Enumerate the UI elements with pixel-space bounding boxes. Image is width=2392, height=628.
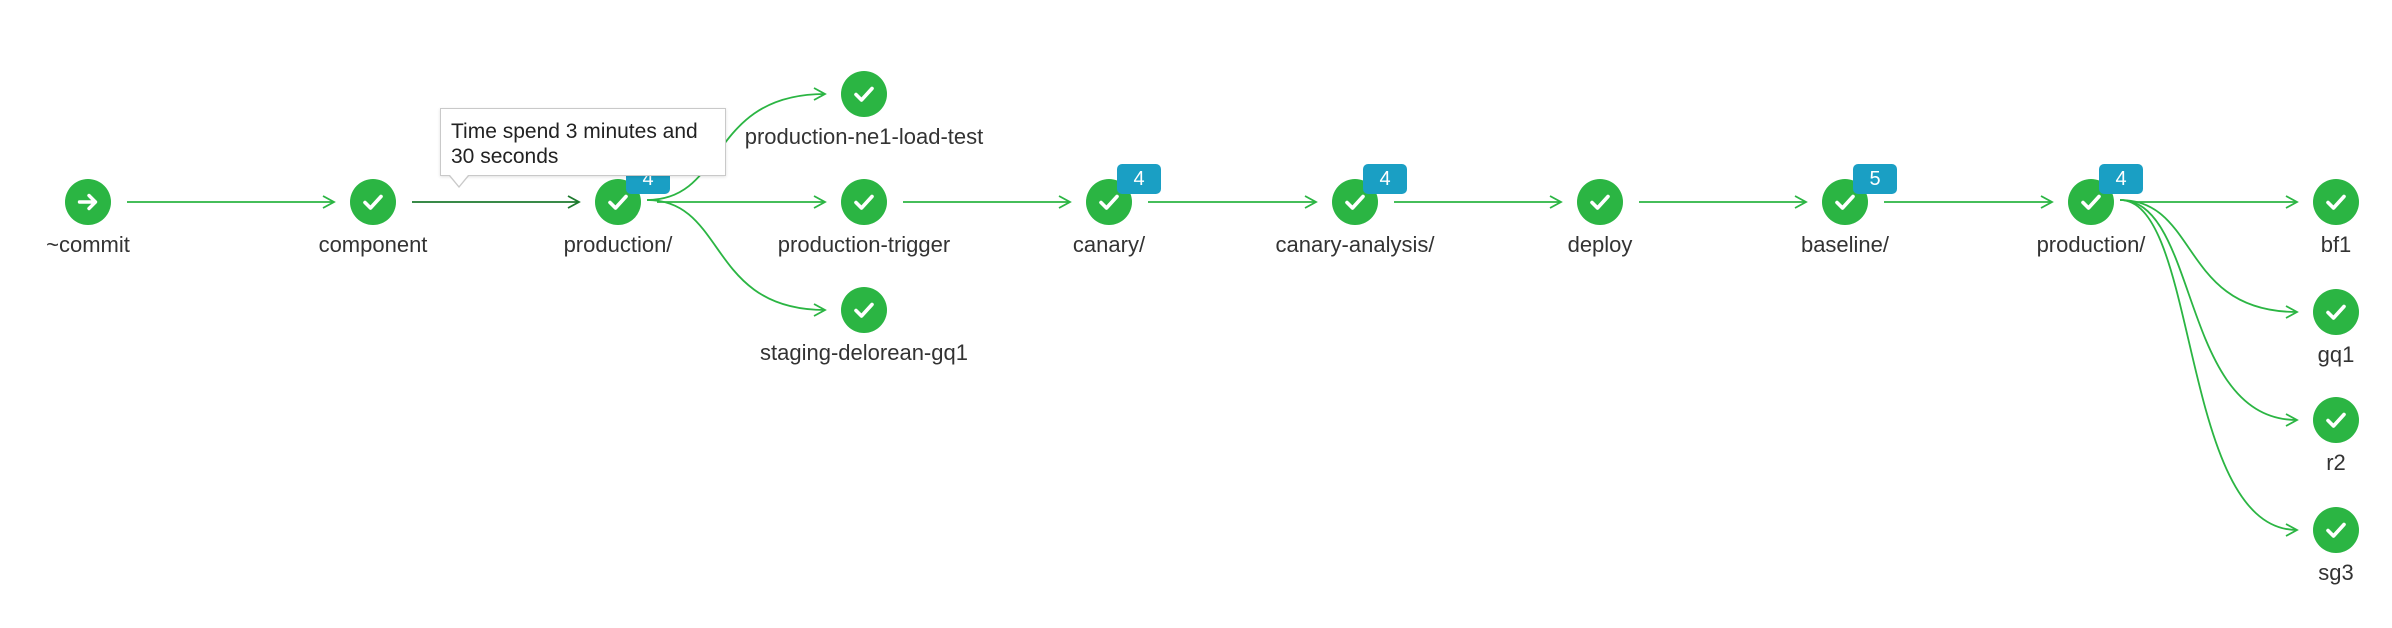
check-icon[interactable] xyxy=(2313,507,2359,553)
node-label: canary-analysis/ xyxy=(1275,232,1435,257)
node-label: baseline/ xyxy=(1800,232,1890,257)
check-icon[interactable] xyxy=(350,179,396,225)
check-icon[interactable] xyxy=(2313,397,2359,443)
job-count-badge[interactable]: 4 xyxy=(1363,164,1407,194)
check-icon[interactable] xyxy=(841,179,887,225)
node-label: bf1 xyxy=(2320,232,2352,257)
job-count-badge[interactable]: 5 xyxy=(1853,164,1897,194)
node-label: deploy xyxy=(1567,232,1633,257)
node-label: production-ne1-load-test xyxy=(744,124,984,149)
check-icon[interactable] xyxy=(2313,179,2359,225)
arrow-right-icon[interactable] xyxy=(65,179,111,225)
edge-production-1-to-staging-delorean-gq1 xyxy=(646,199,827,317)
node-label: production-trigger xyxy=(777,232,951,257)
check-icon[interactable] xyxy=(1086,179,1132,225)
node-label: sg3 xyxy=(2318,560,2354,585)
check-icon[interactable] xyxy=(1577,179,1623,225)
node-label: staging-delorean-gq1 xyxy=(760,340,968,365)
node-label: production/ xyxy=(2036,232,2146,257)
duration-tooltip: Time spend 3 minutes and 30 seconds xyxy=(440,108,726,188)
job-count-badge[interactable]: 4 xyxy=(1117,164,1161,194)
node-label: production/ xyxy=(563,232,673,257)
check-icon[interactable] xyxy=(841,287,887,333)
node-label: r2 xyxy=(2326,450,2346,475)
job-count-badge[interactable]: 4 xyxy=(2099,164,2143,194)
node-label: component xyxy=(318,232,428,257)
check-icon[interactable] xyxy=(841,71,887,117)
node-label: canary/ xyxy=(1072,232,1146,257)
node-label: ~commit xyxy=(46,232,130,257)
node-label: gq1 xyxy=(2317,342,2355,367)
edge-production-2-to-r2 xyxy=(2119,199,2299,427)
check-icon[interactable] xyxy=(2313,289,2359,335)
edge-production-2-to-sg3 xyxy=(2119,199,2299,537)
tooltip-pointer xyxy=(449,175,469,188)
tooltip-text: Time spend 3 minutes and 30 seconds xyxy=(451,120,698,168)
edge-production-2-to-gq1 xyxy=(2119,199,2299,319)
